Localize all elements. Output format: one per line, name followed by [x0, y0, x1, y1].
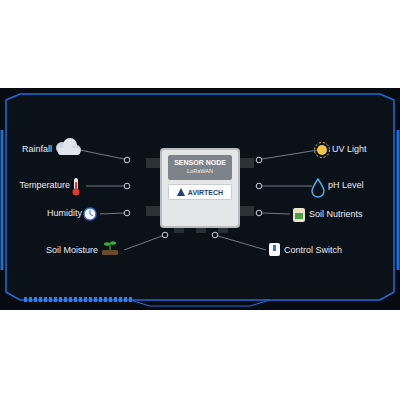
- dash-bar: [24, 297, 132, 302]
- logo-mark: [177, 188, 185, 196]
- dark-panel: [0, 88, 400, 310]
- sensor-label: UV Light: [332, 145, 367, 155]
- humidity-icon: [84, 208, 96, 220]
- soil-moisture-icon: [102, 241, 118, 255]
- thermometer-icon: [73, 178, 80, 196]
- sensor-device: SENSOR NODE LoRaWAN AVIRTECH: [160, 148, 240, 228]
- sensor-label: Humidity: [47, 209, 82, 219]
- sensor-label: Soil Moisture: [46, 246, 98, 256]
- mounting-ear: [146, 158, 160, 168]
- mounting-ear: [240, 206, 254, 216]
- sensor-label: Soil Nutrients: [309, 210, 363, 220]
- cloud-icon: [56, 138, 81, 155]
- bottom-notch: [130, 300, 270, 306]
- sensor-label: Control Switch: [284, 246, 342, 256]
- mounting-ear: [240, 158, 254, 168]
- sensor-label: Temperature: [19, 181, 70, 191]
- mounting-ear: [146, 206, 160, 216]
- device-title: SENSOR NODE: [170, 159, 230, 166]
- side-bars: [2, 130, 398, 270]
- control-switch-icon: [269, 243, 280, 256]
- sensor-label: pH Level: [328, 181, 364, 191]
- device-face: SENSOR NODE LoRaWAN: [168, 155, 232, 180]
- soil-nutrients-icon: [293, 208, 305, 222]
- ph-drop-icon: [312, 179, 324, 197]
- sensor-label: Rainfall: [22, 145, 52, 155]
- panel-frame: [6, 94, 394, 300]
- device-subtitle: LoRaWAN: [170, 168, 230, 174]
- sun-icon: [315, 143, 330, 158]
- brand-name: AVIRTECH: [188, 189, 223, 196]
- logo-plate: AVIRTECH: [168, 184, 232, 200]
